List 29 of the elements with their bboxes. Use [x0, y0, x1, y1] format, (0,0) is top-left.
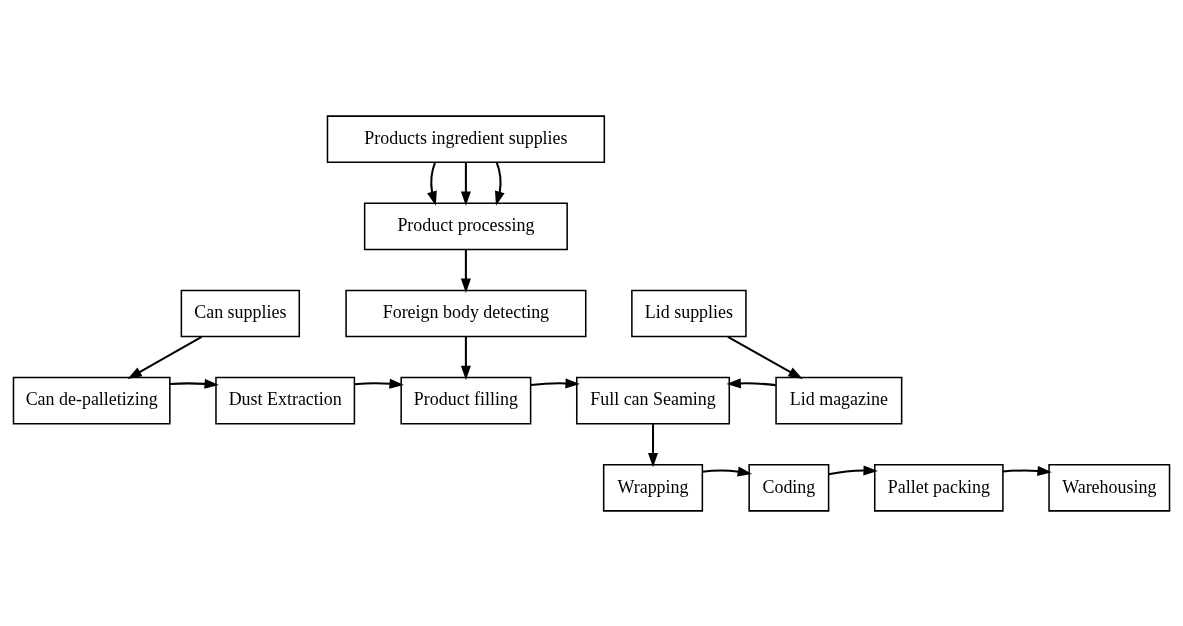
node-box: Product filling — [400, 376, 532, 424]
node-box: Lid magazine — [775, 376, 903, 424]
arrow — [169, 378, 219, 389]
node-box: Wrapping — [602, 463, 704, 512]
node-box: Product processing — [363, 202, 568, 250]
node-box: Dust Extraction — [215, 376, 356, 424]
node-box: Pallet packing — [873, 463, 1004, 512]
arrow — [460, 162, 471, 206]
node-box: Full can Seaming — [576, 376, 731, 424]
arrow — [530, 377, 580, 388]
node-box: Foreign body detecting — [345, 289, 587, 337]
arrow — [460, 249, 471, 293]
arrow — [495, 161, 505, 206]
arrow — [354, 378, 404, 389]
arrow — [1002, 465, 1052, 476]
arrow — [828, 464, 878, 475]
arrow — [727, 335, 803, 379]
node-box: Warehousing — [1048, 463, 1171, 512]
node-box: Can supplies — [180, 289, 301, 337]
arrow — [460, 336, 471, 380]
arrow — [427, 161, 437, 206]
arrow — [127, 335, 203, 379]
node-box: Products ingredient supplies — [326, 114, 606, 163]
arrow — [648, 423, 659, 467]
node-box: Can de-palletizing — [12, 376, 171, 424]
node-box: Lid supplies — [631, 289, 747, 337]
arrow — [702, 466, 753, 476]
node-box: Coding — [748, 463, 830, 512]
arrow — [726, 377, 776, 388]
